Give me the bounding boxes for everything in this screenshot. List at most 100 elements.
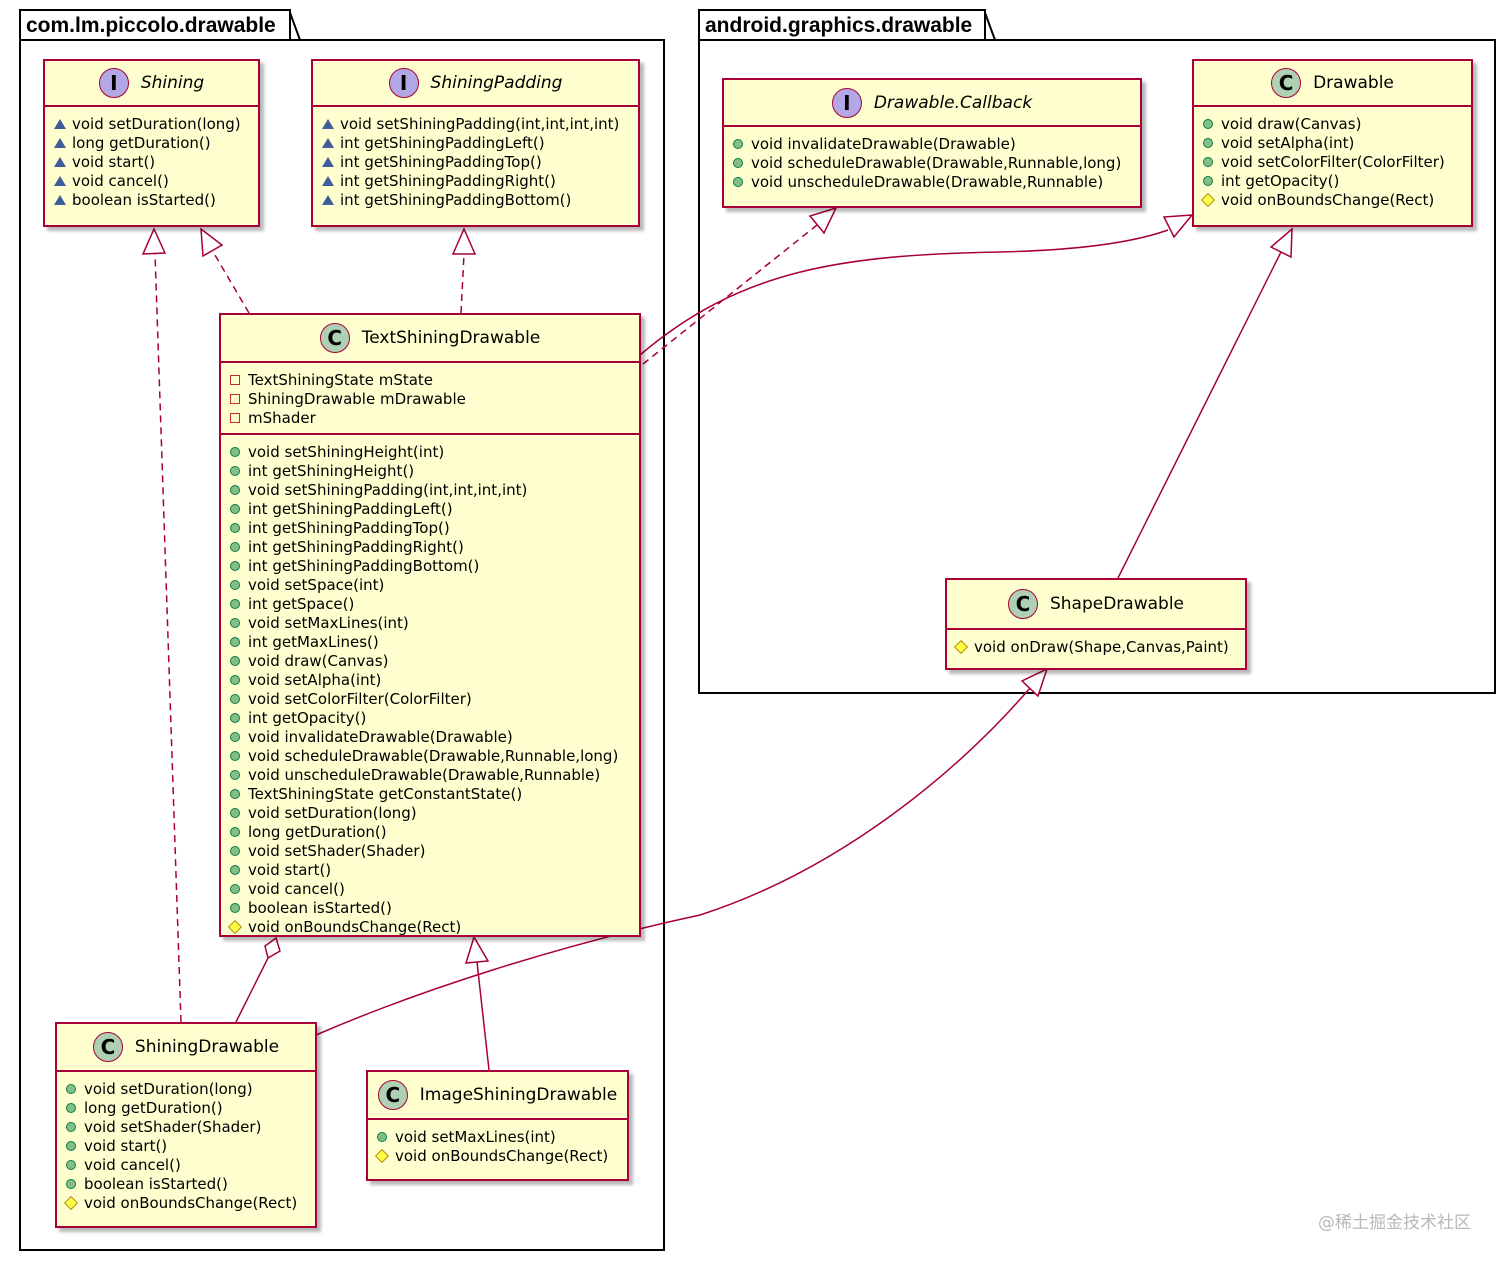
- member-row: int getSpace(): [230, 594, 633, 613]
- member-text: int getShiningPaddingTop(): [340, 152, 542, 171]
- edge-imageshiningdrawable-extends-textshiningdrawable: [476, 961, 490, 1071]
- protected-visibility-icon: [1200, 192, 1221, 207]
- member-text: void setShader(Shader): [84, 1117, 262, 1136]
- public-visibility-icon: [66, 1140, 84, 1151]
- public-visibility-icon: [230, 655, 248, 666]
- member-text: void onDraw(Shape,Canvas,Paint): [974, 637, 1229, 656]
- attributes-compartment: TextShiningState mState ShiningDrawable …: [221, 363, 639, 435]
- public-visibility-icon: [1203, 156, 1221, 167]
- package-visibility-icon: [54, 194, 72, 205]
- member-row: int getShiningPaddingTop(): [322, 152, 632, 171]
- methods-compartment: void onDraw(Shape,Canvas,Paint): [947, 630, 1245, 662]
- class-name: ShapeDrawable: [1049, 594, 1185, 614]
- public-visibility-icon: [230, 674, 248, 685]
- member-row: void invalidateDrawable(Drawable): [230, 727, 633, 746]
- arrowhead-hollow-triangle: [1020, 667, 1049, 698]
- member-row: void setShiningPadding(int,int,int,int): [322, 114, 632, 133]
- public-visibility-icon: [230, 636, 248, 647]
- member-text: long getDuration(): [72, 133, 211, 152]
- member-row: void onDraw(Shape,Canvas,Paint): [953, 637, 1239, 656]
- member-text: void setColorFilter(ColorFilter): [248, 689, 472, 708]
- class-name: ShiningPadding: [430, 73, 563, 93]
- methods-compartment: void setShiningHeight(int) int getShinin…: [221, 435, 639, 942]
- edge-shapedrawable-extends-drawable: [1117, 251, 1282, 579]
- member-text: int getMaxLines(): [248, 632, 379, 651]
- public-visibility-icon: [230, 750, 248, 761]
- watermark-text: @稀土掘金技术社区: [1318, 1213, 1471, 1233]
- class-box-drawable-callback: I Drawable.Callback void invalidateDrawa…: [722, 78, 1142, 208]
- package-visibility-icon: [322, 137, 340, 148]
- class-box-shining: I Shining void setDuration(long) long ge…: [43, 59, 260, 227]
- member-row: int getOpacity(): [1203, 171, 1465, 190]
- member-text: void setSpace(int): [248, 575, 385, 594]
- member-row: void setSpace(int): [230, 575, 633, 594]
- member-text: void onBoundsChange(Rect): [1221, 190, 1435, 209]
- protected-visibility-icon: [953, 639, 974, 654]
- member-text: void onBoundsChange(Rect): [248, 917, 462, 936]
- class-badge-icon: C: [1271, 68, 1302, 98]
- member-text: void setColorFilter(ColorFilter): [1221, 152, 1445, 171]
- class-badge-icon: C: [1007, 589, 1038, 619]
- member-row: boolean isStarted(): [54, 190, 252, 209]
- package-visibility-icon: [322, 194, 340, 205]
- member-text: void scheduleDrawable(Drawable,Runnable,…: [751, 153, 1122, 172]
- member-text: void cancel(): [72, 171, 169, 190]
- member-text: void scheduleDrawable(Drawable,Runnable,…: [248, 746, 619, 765]
- member-row: void setShiningHeight(int): [230, 442, 633, 461]
- member-text: void setDuration(long): [84, 1079, 253, 1098]
- member-row: void draw(Canvas): [1203, 114, 1465, 133]
- package-tab-com-lm-piccolo-drawable: com.lm.piccolo.drawable: [19, 9, 301, 40]
- member-text: int getShiningPaddingBottom(): [340, 190, 572, 209]
- member-row: int getShiningPaddingBottom(): [230, 556, 633, 575]
- member-text: void draw(Canvas): [1221, 114, 1362, 133]
- class-name: Drawable.Callback: [873, 92, 1033, 113]
- public-visibility-icon: [230, 883, 248, 894]
- member-text: void cancel(): [84, 1155, 181, 1174]
- edge-textshiningdrawable-realizes-shiningpadding: [460, 253, 465, 314]
- member-text: ShiningDrawable mDrawable: [248, 389, 466, 408]
- member-row: mShader: [230, 408, 633, 427]
- member-text: int getOpacity(): [1221, 171, 1340, 190]
- member-text: void invalidateDrawable(Drawable): [751, 134, 1016, 153]
- member-text: void start(): [248, 860, 332, 879]
- member-row: void unscheduleDrawable(Drawable,Runnabl…: [733, 172, 1134, 191]
- member-row: void setColorFilter(ColorFilter): [230, 689, 633, 708]
- member-text: void start(): [72, 152, 156, 171]
- public-visibility-icon: [1203, 118, 1221, 129]
- package-visibility-icon: [322, 118, 340, 129]
- member-row: boolean isStarted(): [230, 898, 633, 917]
- public-visibility-icon: [733, 157, 751, 168]
- public-visibility-icon: [230, 845, 248, 856]
- public-visibility-icon: [377, 1131, 395, 1142]
- member-text: void setDuration(long): [72, 114, 241, 133]
- package-tab-fold: [984, 9, 996, 40]
- class-box-imageshiningdrawable: C ImageShiningDrawable void setMaxLines(…: [366, 1070, 629, 1181]
- member-row: int getShiningPaddingRight(): [230, 537, 633, 556]
- member-text: boolean isStarted(): [84, 1174, 228, 1193]
- public-visibility-icon: [1203, 175, 1221, 186]
- aggregation-diamond: [264, 936, 281, 960]
- package-name: android.graphics.drawable: [705, 14, 973, 37]
- member-row: int getShiningPaddingBottom(): [322, 190, 632, 209]
- class-name: TextShiningDrawable: [361, 328, 541, 348]
- member-row: void cancel(): [54, 171, 252, 190]
- public-visibility-icon: [230, 731, 248, 742]
- member-text: int getShiningPaddingBottom(): [248, 556, 480, 575]
- arrowhead-hollow-triangle: [464, 935, 490, 964]
- class-badge-icon: C: [92, 1032, 123, 1062]
- member-text: void setAlpha(int): [1221, 133, 1355, 152]
- package-visibility-icon: [54, 118, 72, 129]
- member-text: int getShiningPaddingTop(): [248, 518, 450, 537]
- member-row: void start(): [54, 152, 252, 171]
- member-text: void onBoundsChange(Rect): [84, 1193, 298, 1212]
- package-visibility-icon: [54, 175, 72, 186]
- member-row: TextShiningState getConstantState(): [230, 784, 633, 803]
- package-visibility-icon: [54, 156, 72, 167]
- public-visibility-icon: [230, 446, 248, 457]
- public-visibility-icon: [230, 693, 248, 704]
- methods-compartment: void setDuration(long) long getDuration(…: [57, 1072, 315, 1218]
- public-visibility-icon: [230, 598, 248, 609]
- member-row: int getMaxLines(): [230, 632, 633, 651]
- member-text: int getShiningPaddingLeft(): [248, 499, 453, 518]
- member-text: void setMaxLines(int): [395, 1127, 556, 1146]
